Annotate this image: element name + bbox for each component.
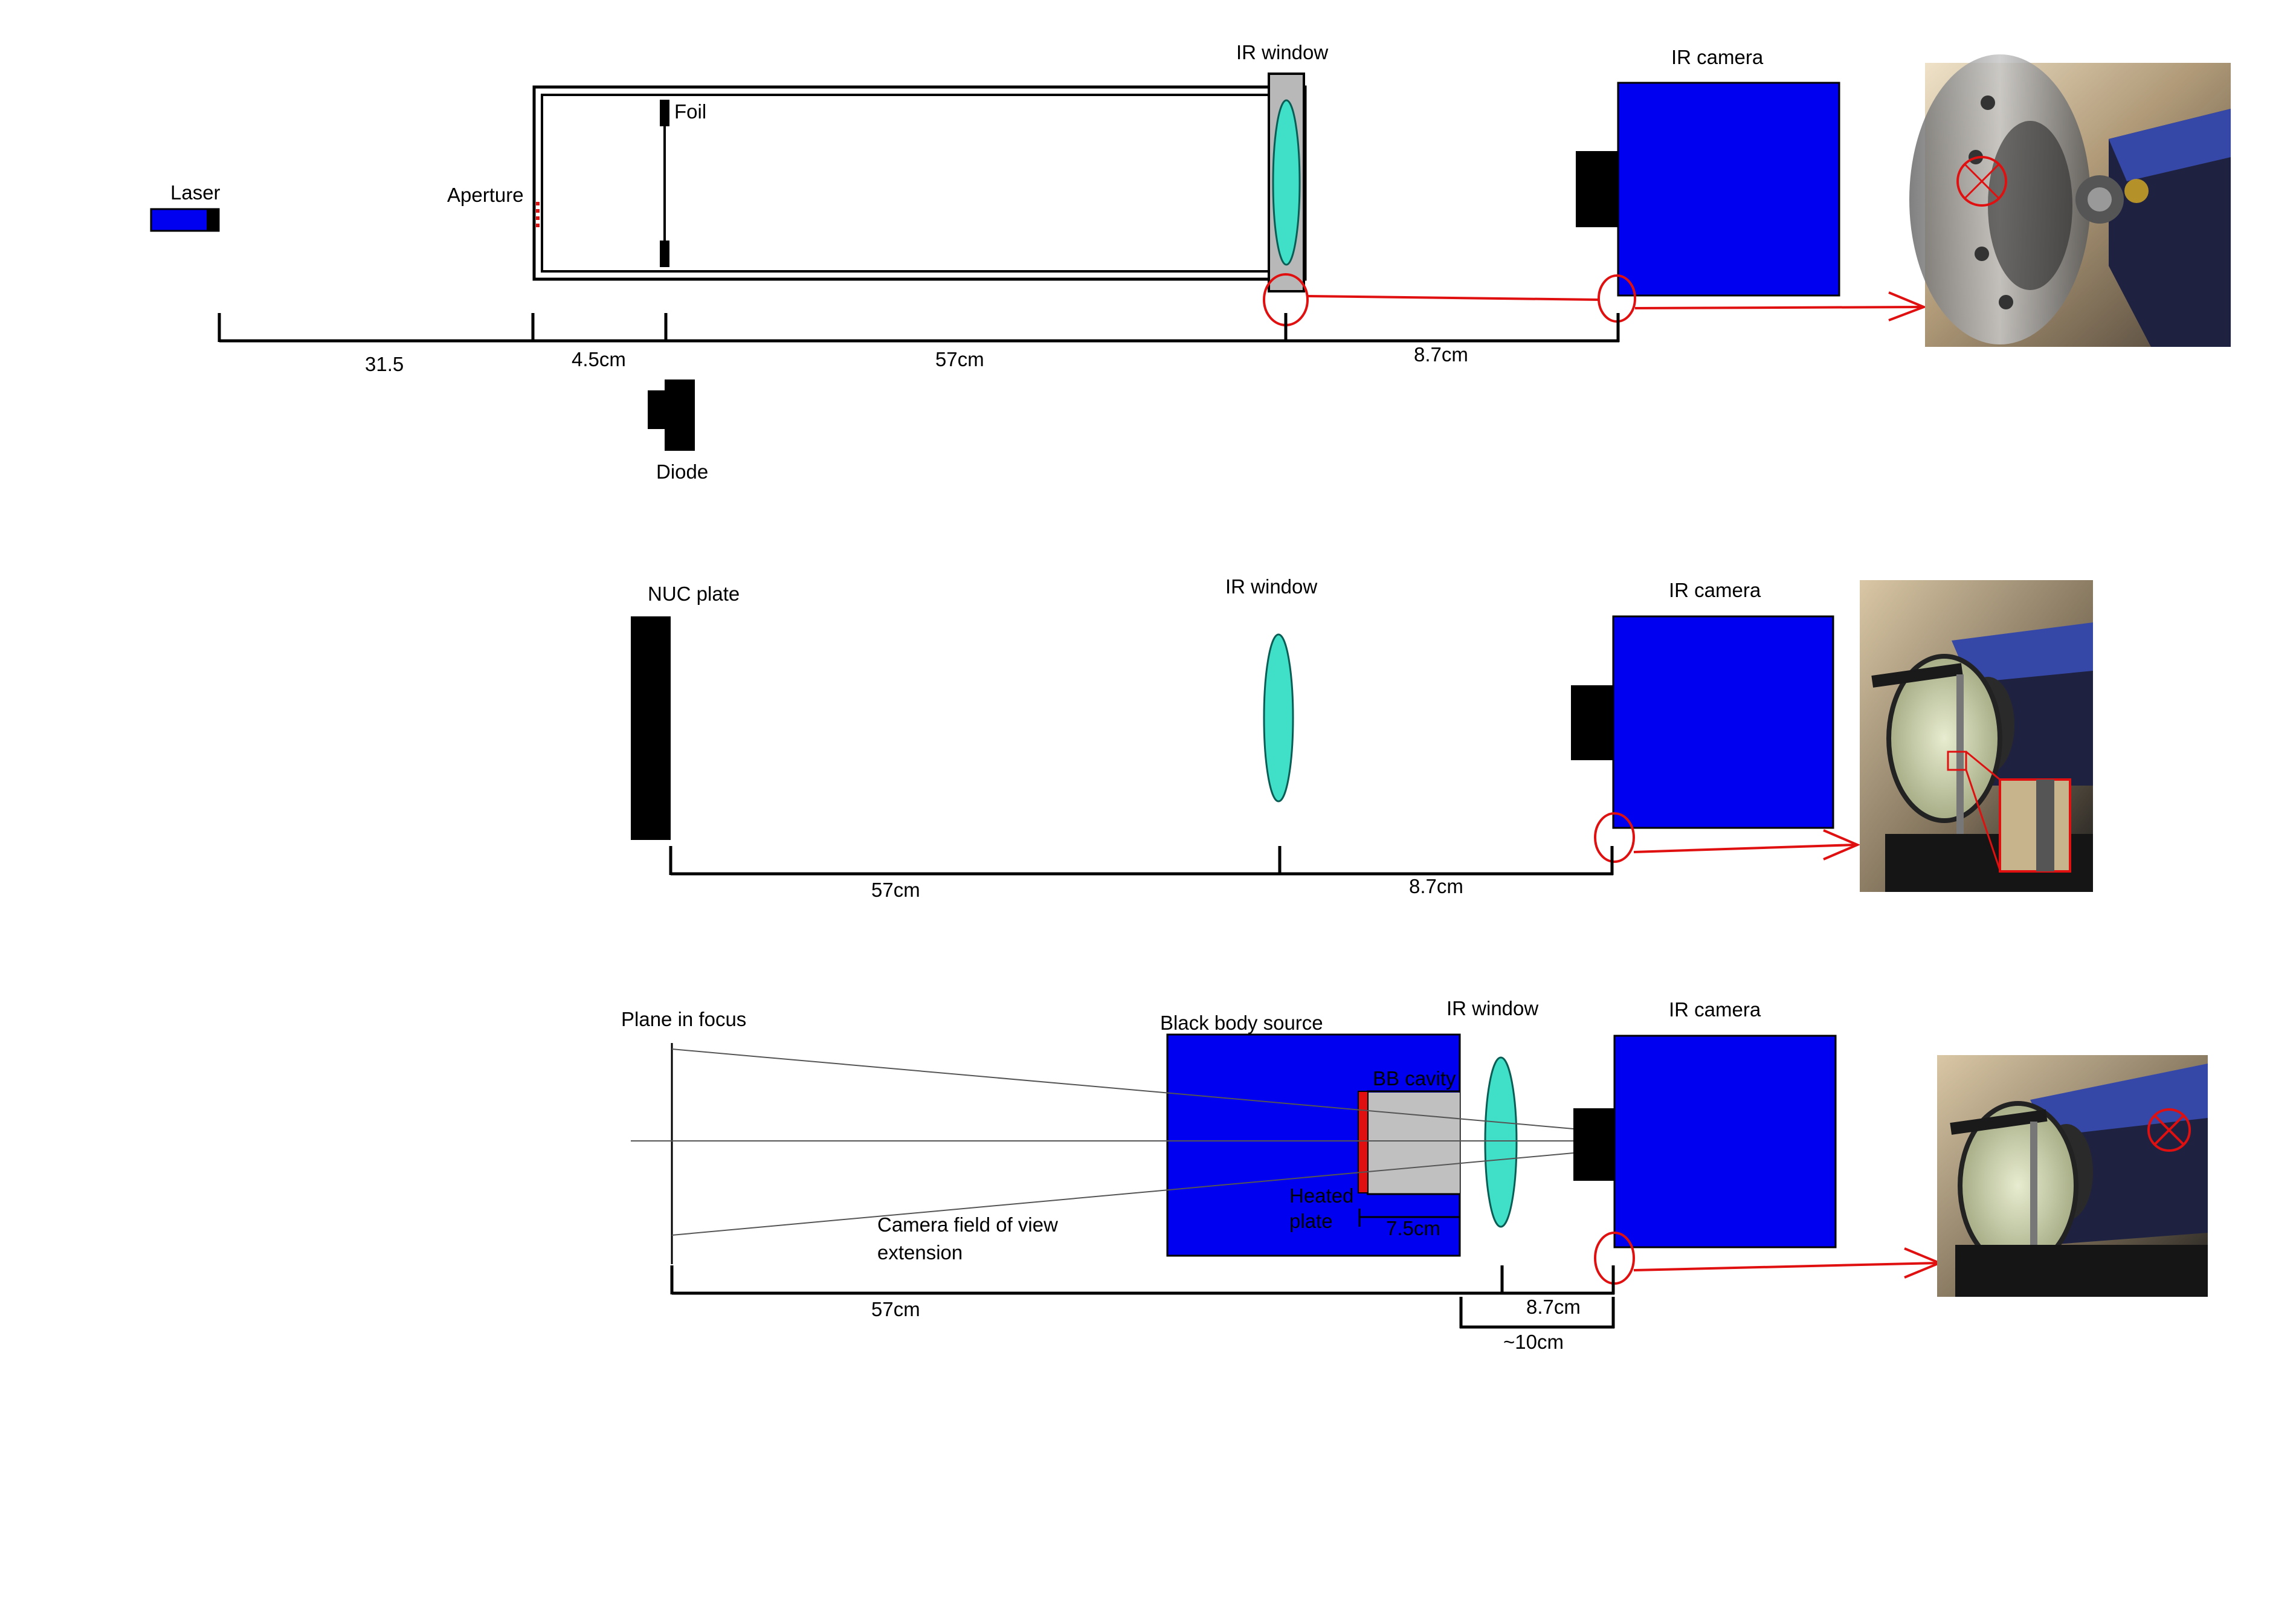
- photo-window-mount: [1860, 580, 2093, 892]
- ir-camera-2: [1571, 615, 1834, 829]
- dim-plate-window: 57cm: [871, 879, 920, 901]
- ir-window-label-3: IR window: [1446, 997, 1538, 1019]
- dim-window-camera: 8.7cm: [1414, 343, 1468, 366]
- nuc-plate-label: NUC plate: [648, 583, 740, 605]
- dim-laser-aperture: 31.5: [365, 353, 404, 375]
- photo-camera-on-chamber: [1909, 54, 2231, 347]
- ir-window-lens-2: [1263, 633, 1294, 802]
- dim-foil-window: 57cm: [935, 348, 984, 370]
- callout-arrow-to-photo-3: [1633, 1247, 1943, 1279]
- laser-label: Laser: [170, 181, 221, 204]
- callout-link-line: [1307, 295, 1599, 301]
- diode-label: Diode: [656, 460, 708, 483]
- ir-window-label-1: IR window: [1236, 41, 1328, 63]
- dimension-bracket-1: [218, 313, 1620, 343]
- foil: [660, 100, 669, 267]
- dim-aperture-foil: 4.5cm: [572, 348, 626, 370]
- ir-window-lens-3: [1484, 1056, 1518, 1228]
- dimension-bracket-3: [670, 1265, 1615, 1329]
- dim-window-camera-3: 8.7cm: [1526, 1296, 1581, 1318]
- bb-cavity: [1367, 1093, 1460, 1194]
- plane-in-focus-label: Plane in focus: [621, 1008, 746, 1030]
- black-body-label: Black body source: [1160, 1012, 1323, 1034]
- fov-label-2: extension: [877, 1241, 963, 1264]
- callout-arrow-to-photo-1: [1634, 291, 1927, 321]
- panel-3-blackbody-setup: Plane in focus Black body source BB cavi…: [621, 997, 2208, 1353]
- field-of-view-lines: [631, 1048, 1574, 1236]
- foil-label: Foil: [674, 100, 706, 123]
- ir-camera: [1576, 82, 1840, 297]
- heated-plate-label-1: Heated: [1289, 1184, 1353, 1207]
- ir-camera-label-1: IR camera: [1671, 46, 1764, 68]
- nuc-plate: [631, 616, 671, 840]
- panel-2-nuc-setup: NUC plate IR window IR camera 57cm 8.7cm: [631, 575, 2093, 901]
- dim-bb-camera: ~10cm: [1503, 1331, 1564, 1353]
- ir-camera-label-2: IR camera: [1669, 579, 1761, 601]
- cavity-depth-label: 7.5cm: [1386, 1217, 1440, 1239]
- heated-plate-label-2: plate: [1289, 1210, 1333, 1232]
- dim-window-camera-2: 8.7cm: [1409, 875, 1463, 897]
- laser: [150, 208, 220, 232]
- cavity-depth-marker: [1358, 1209, 1461, 1227]
- dim-plane-window: 57cm: [871, 1298, 920, 1320]
- ir-camera-label-3: IR camera: [1669, 998, 1761, 1021]
- callout-arrow-to-photo-2: [1633, 829, 1861, 861]
- ir-camera-3: [1573, 1035, 1837, 1248]
- fov-label-1: Camera field of view: [877, 1213, 1058, 1236]
- callout-circle-camera-2: [1594, 812, 1635, 863]
- panel-1-foil-setup: Laser Aperture Foil IR window IR ca: [150, 41, 2231, 483]
- ir-window: [1268, 73, 1305, 292]
- vacuum-chamber: [532, 85, 1307, 281]
- aperture-label: Aperture: [447, 184, 524, 206]
- photo-blackbody-mount: [1937, 1055, 2208, 1297]
- heated-plate: [1358, 1091, 1369, 1193]
- dimension-bracket-2: [669, 846, 1614, 876]
- bb-cavity-label: BB cavity: [1373, 1067, 1456, 1090]
- ir-window-label-2: IR window: [1225, 575, 1317, 598]
- diode: [648, 379, 695, 451]
